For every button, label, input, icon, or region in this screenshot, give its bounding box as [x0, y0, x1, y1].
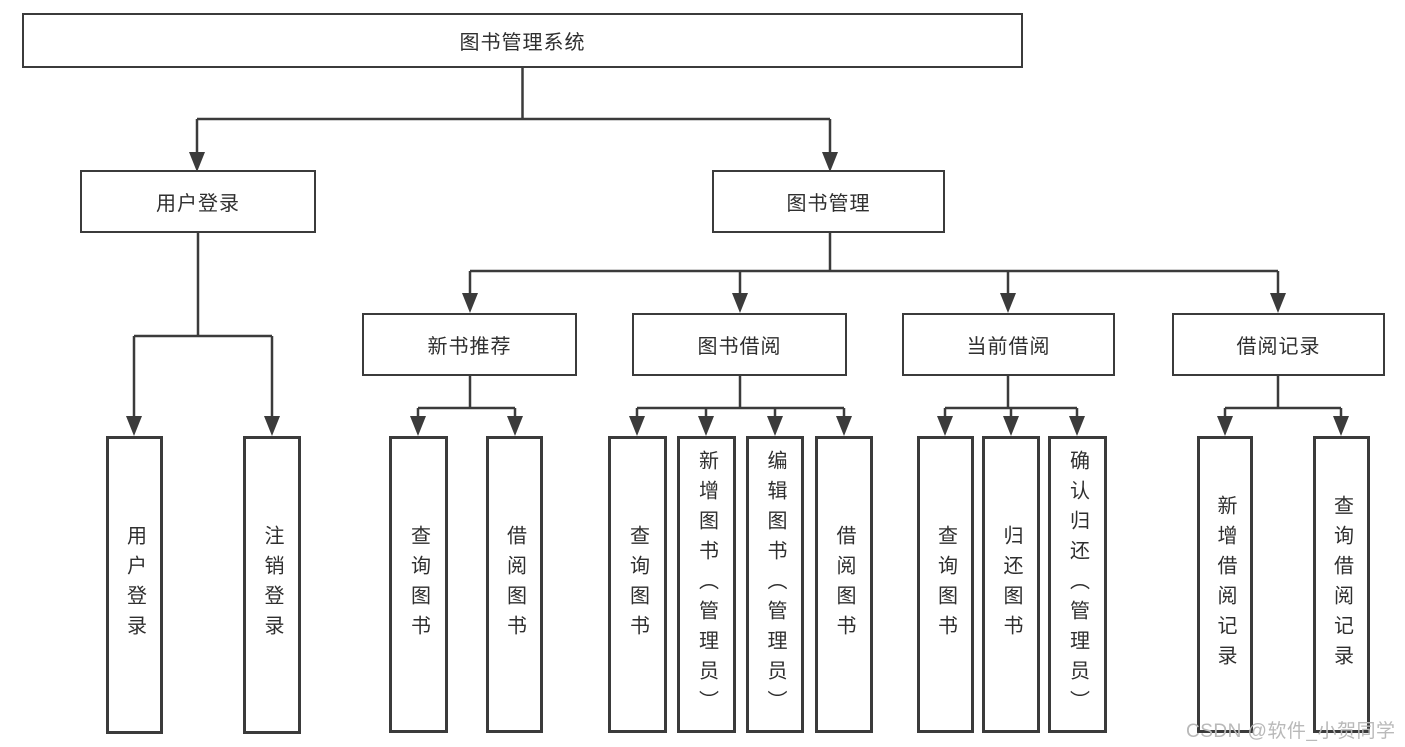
node-book-borrowing: 图书借阅 [632, 313, 847, 376]
node-new-book-recommendation: 新书推荐 [362, 313, 577, 376]
leaf-return-books: 归还图书 [982, 436, 1040, 733]
leaf-add-borrow-record: 新增借阅记录 [1197, 436, 1253, 733]
connector-root-to-level2 [195, 68, 832, 156]
connector-records-to-leaves [1223, 376, 1343, 420]
leaf-borrowing-borrow-books: 借阅图书 [815, 436, 873, 733]
node-user-login: 用户登录 [80, 170, 316, 233]
watermark: CSDN @软件_小贺同学 [1186, 721, 1396, 742]
connector-mgmt-to-sections [468, 233, 1280, 297]
arrowheads [126, 152, 1349, 436]
leaf-borrowing-query-books: 查询图书 [608, 436, 667, 733]
node-book-management: 图书管理 [712, 170, 945, 233]
leaf-query-borrow-record: 查询借阅记录 [1313, 436, 1370, 733]
leaf-current-query-books: 查询图书 [917, 436, 974, 733]
connector-borrowing-to-leaves [635, 376, 846, 420]
leaf-user-login: 用户登录 [106, 436, 163, 734]
leaf-add-books-admin: 新增图书（管理员） [677, 436, 736, 733]
connector-current-to-leaves [943, 376, 1079, 420]
leaf-recommend-borrow-books: 借阅图书 [486, 436, 543, 733]
connector-login-to-leaves [132, 233, 274, 420]
node-borrowing-records: 借阅记录 [1172, 313, 1385, 376]
leaf-confirm-return-admin: 确认归还（管理员） [1048, 436, 1107, 733]
leaf-edit-books-admin: 编辑图书（管理员） [746, 436, 804, 733]
node-current-borrowing: 当前借阅 [902, 313, 1115, 376]
connector-recommend-to-leaves [416, 376, 517, 420]
leaf-logout: 注销登录 [243, 436, 301, 734]
leaf-recommend-query-books: 查询图书 [389, 436, 448, 733]
node-library-management-system: 图书管理系统 [22, 13, 1023, 68]
